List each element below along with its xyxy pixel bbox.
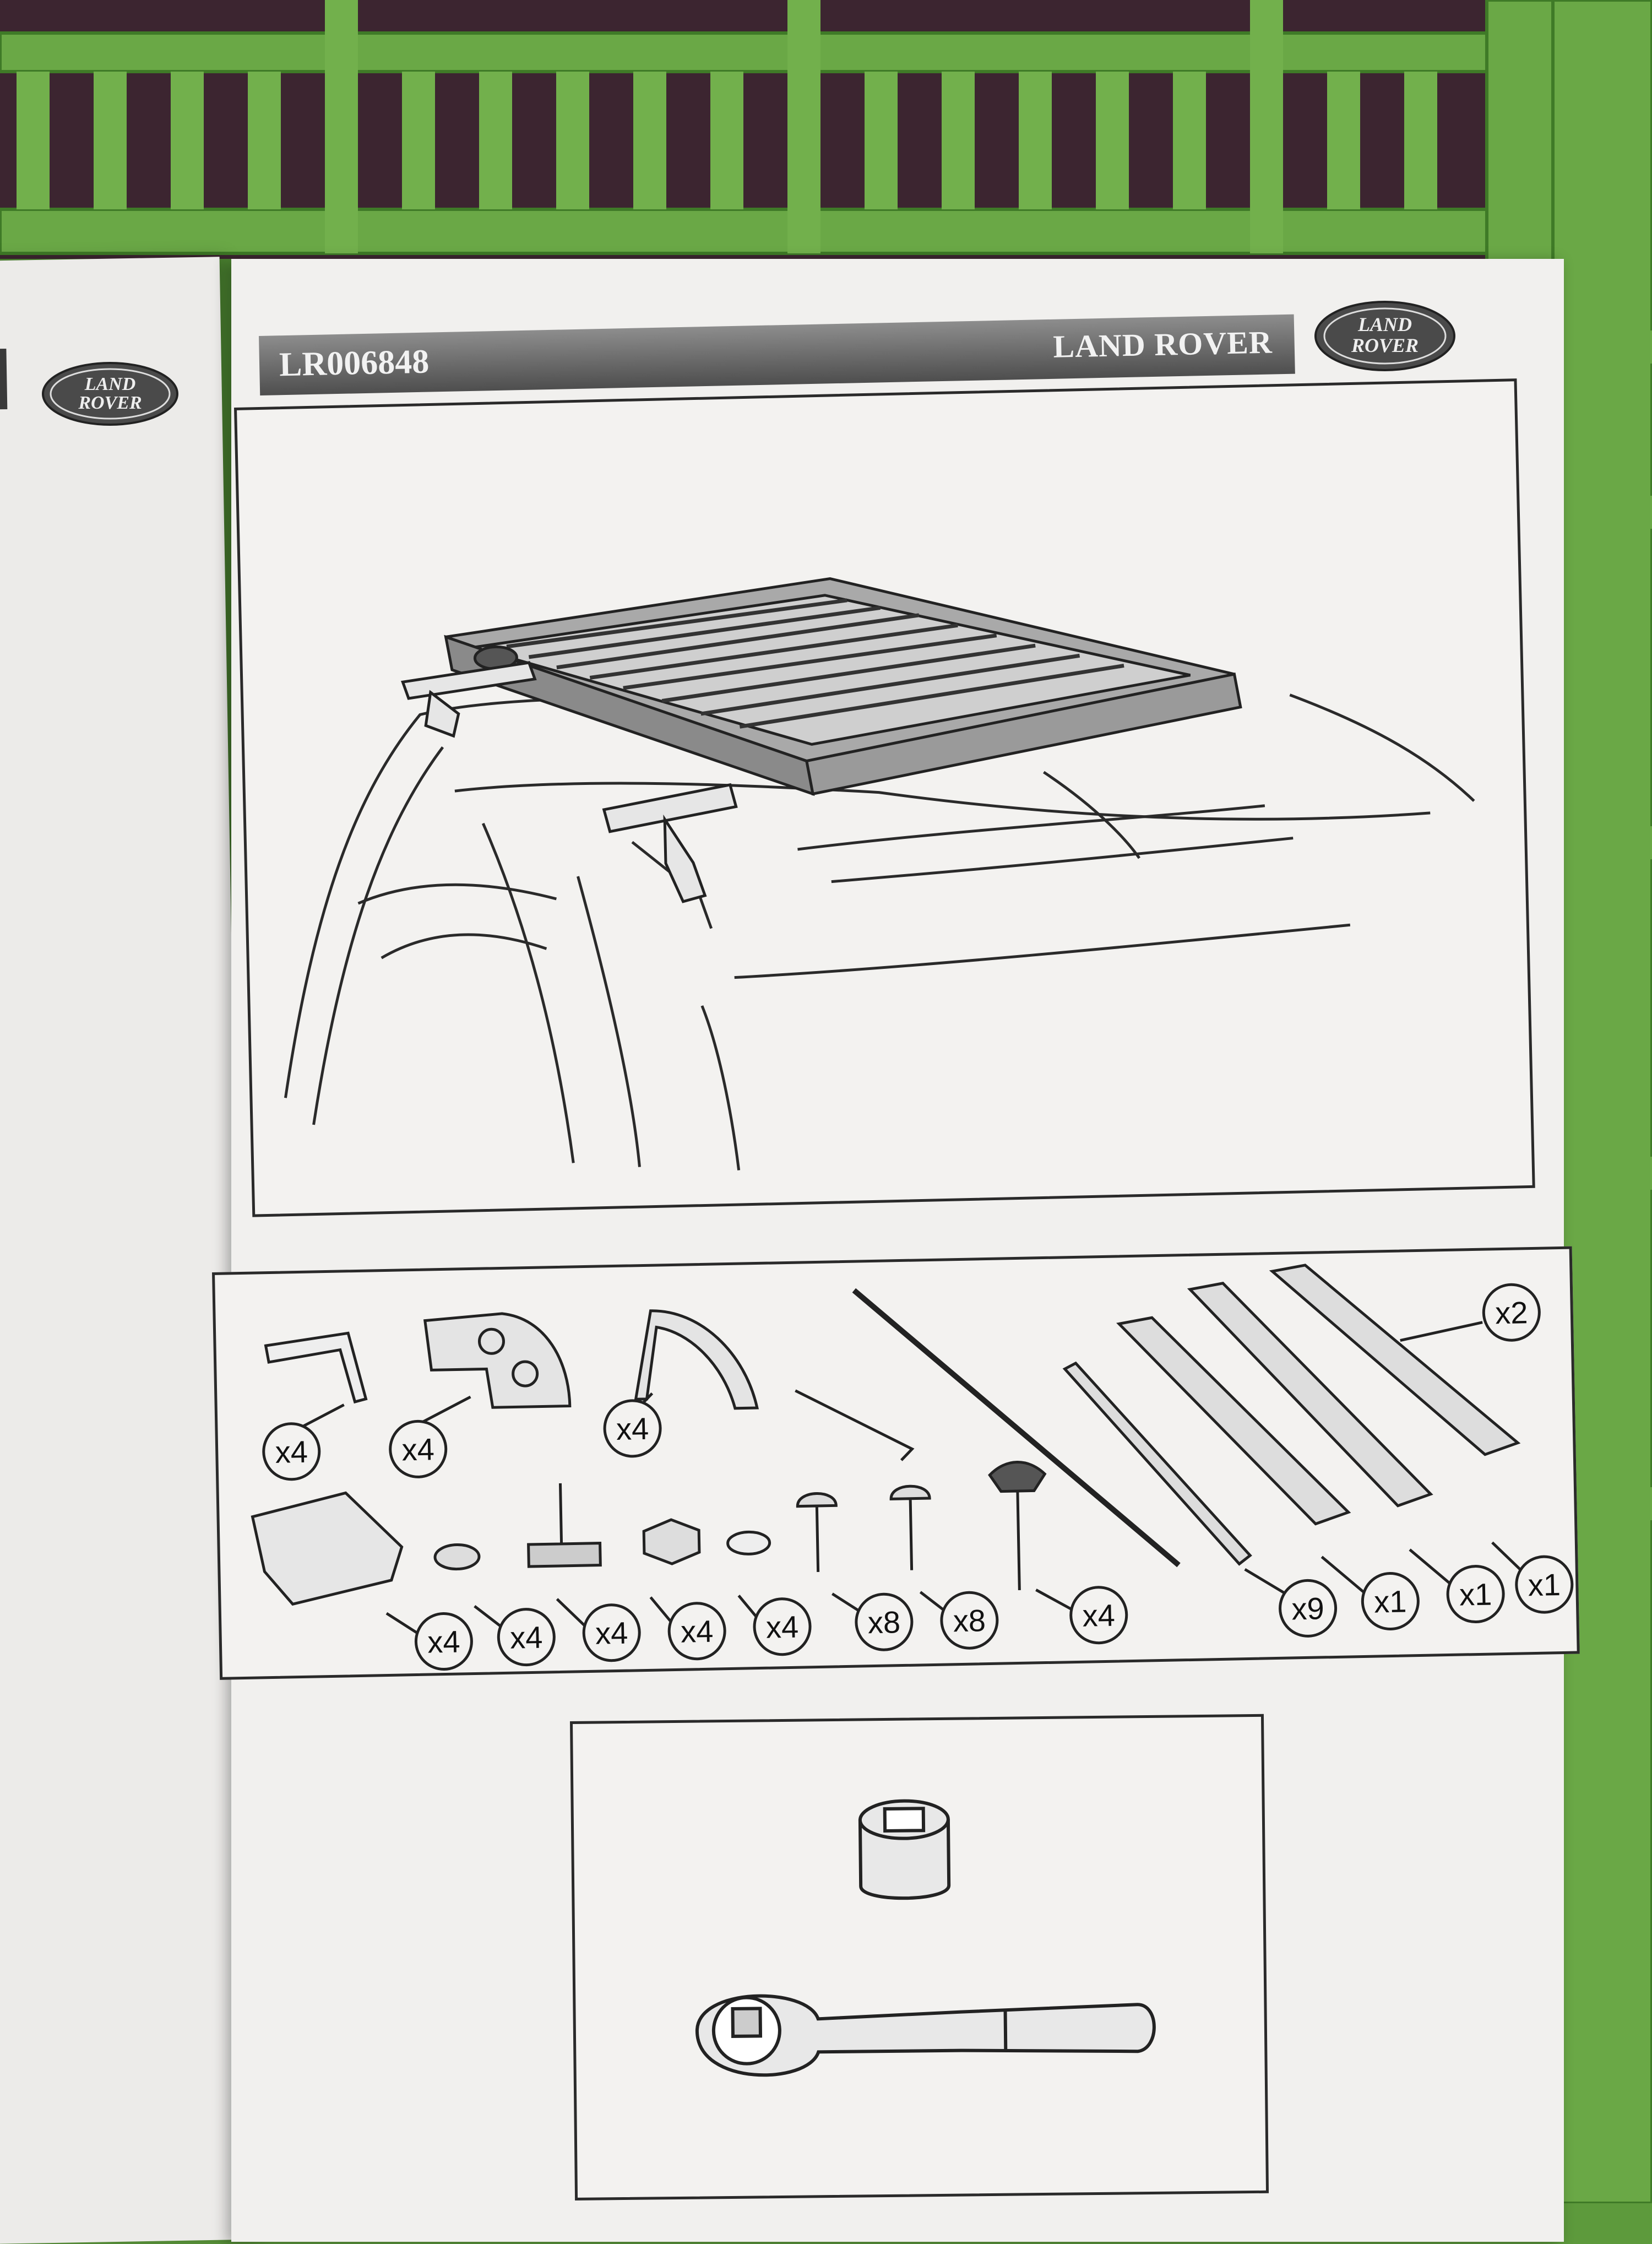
logo-text-rover: ROVER: [1351, 334, 1419, 356]
part-number: LR006848: [279, 343, 430, 384]
logo-text-rover: ROVER: [78, 393, 142, 413]
left-page-sheet: [0, 257, 254, 2244]
t-bolt-drawing: [527, 1483, 602, 1568]
knob-bolt-drawing: [988, 1461, 1047, 1591]
vehicle-illustration-panel: [234, 378, 1535, 1217]
nut-drawing: [642, 1518, 701, 1565]
rod-drawing: [852, 1288, 1181, 1568]
washer-drawing: [433, 1543, 481, 1571]
brand-name: LAND ROVER: [1052, 324, 1273, 365]
land-rover-logo-left: LAND ROVER: [42, 362, 178, 426]
screw-drawing-1: [796, 1492, 838, 1573]
allen-key-drawing: [795, 1389, 915, 1461]
left-page-header-bar: [0, 348, 8, 410]
side-rail-drawing-1: [1116, 1316, 1351, 1526]
logo-text-land: LAND: [84, 374, 136, 394]
profile-strip-drawing: [1062, 1361, 1252, 1566]
vehicle-roof-rack-drawing: [284, 577, 1475, 1170]
logo-text-land: LAND: [1357, 313, 1412, 335]
corner-cap-part-drawing: [423, 1312, 572, 1409]
mounting-bracket-drawing: [251, 1491, 404, 1606]
tools-panel: [570, 1714, 1269, 2200]
bracket-part-drawing: [264, 1331, 368, 1404]
side-rail-drawing-2: [1187, 1282, 1433, 1508]
ratchet-wrench-drawing: [695, 1994, 1156, 2077]
side-rail-drawing-3: [1269, 1264, 1521, 1456]
screw-drawing-2: [889, 1484, 931, 1570]
socket-drawing: [858, 1799, 951, 1900]
parts-list-panel: x4 x4 x4 x2 x4 x4 x4 x4 x4 x8 x8 x4 x9 x…: [212, 1246, 1580, 1680]
land-rover-logo: LAND ROVER: [1314, 301, 1455, 371]
flat-washer-drawing: [726, 1530, 771, 1555]
end-cover-part-drawing: [634, 1309, 759, 1410]
tools-drawing: [695, 1799, 1156, 2077]
